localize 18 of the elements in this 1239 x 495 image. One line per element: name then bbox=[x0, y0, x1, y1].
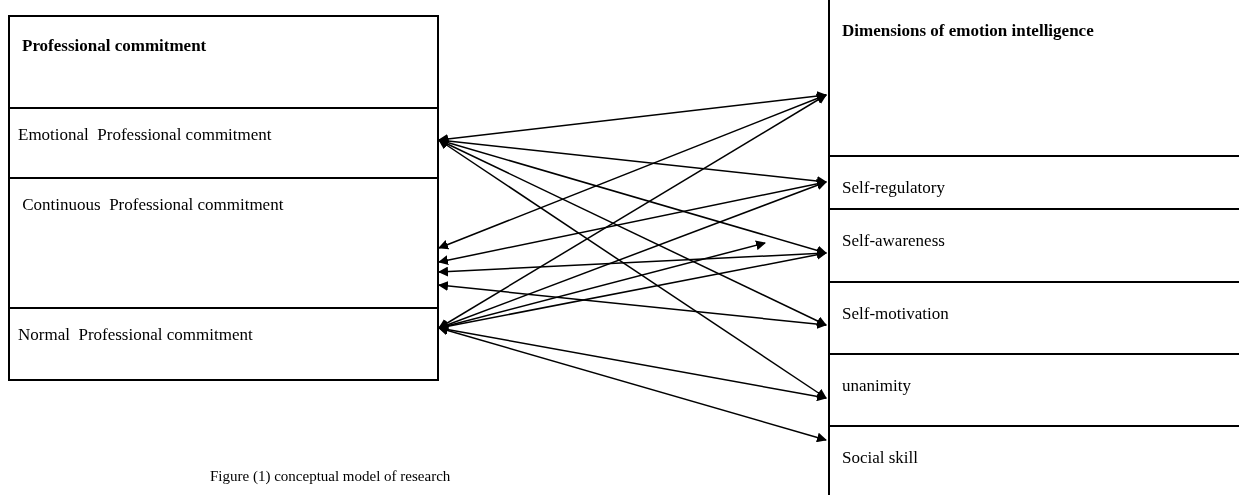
row-text: Normal Professional commitment bbox=[18, 324, 254, 346]
row-text: Continuous Professional commitment bbox=[21, 194, 285, 216]
row-text: Social skill bbox=[842, 447, 920, 469]
row-text: Emotional Professional commitment bbox=[18, 124, 273, 146]
group-box bbox=[8, 15, 439, 381]
arrow bbox=[438, 248, 827, 277]
arrow bbox=[438, 139, 827, 399]
arrow bbox=[438, 280, 827, 330]
caption: Figure (1) conceptual model of research bbox=[210, 467, 451, 486]
row-text: unanimity bbox=[842, 375, 912, 397]
group-box bbox=[828, 0, 1239, 495]
arrow bbox=[438, 94, 827, 329]
row-text: Self-awareness bbox=[842, 230, 946, 252]
arrow bbox=[438, 93, 827, 250]
row-text: Self-motivation bbox=[842, 303, 950, 325]
heading-text: Dimensions of emotion intelligence bbox=[842, 20, 1095, 42]
heading-text: Professional commitment bbox=[22, 35, 207, 57]
row-text: Self-regulatory bbox=[842, 177, 946, 199]
